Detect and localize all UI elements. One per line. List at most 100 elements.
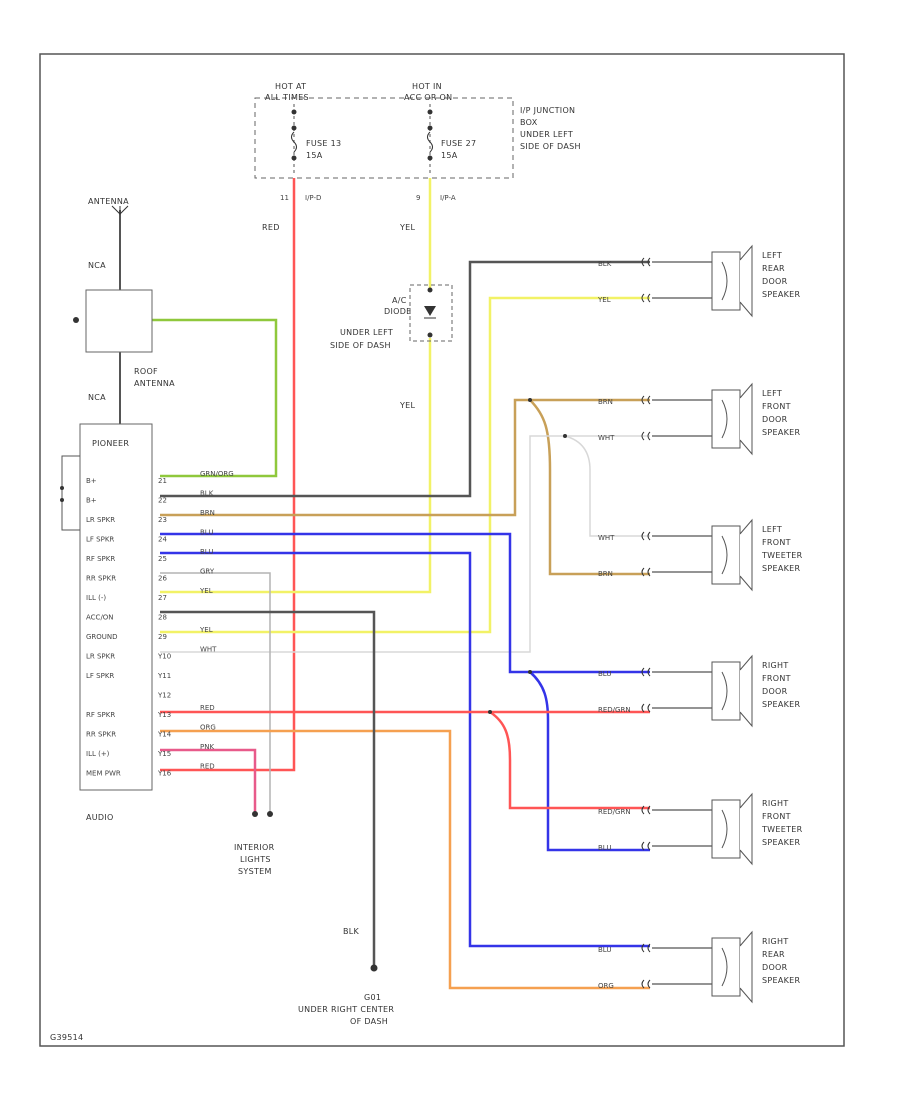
radio-name: AUDIO	[86, 813, 114, 822]
radio-pin-label: ACC/ON	[86, 614, 114, 622]
radio-brand: PIONEER	[92, 439, 129, 448]
radio-pin-label: LF SPKR	[86, 536, 114, 544]
radio-pin-wire-color: GRN/ORG	[200, 470, 234, 478]
yel-left-rear-wire	[160, 296, 650, 634]
speaker-wire-1: BLU	[598, 670, 611, 678]
connector-icon	[641, 667, 645, 677]
connector-icon	[641, 841, 645, 851]
fuse-13-icon	[291, 131, 297, 153]
speaker-wire-2: BLU	[598, 844, 611, 852]
radio-pin-number: 29	[158, 633, 167, 641]
speaker-label: RIGHT	[762, 937, 789, 946]
diode-desc-2: SIDE OF DASH	[330, 341, 391, 350]
radio-pin-row: LF SPKR Y11	[86, 672, 171, 680]
speaker-label: FRONT	[762, 812, 791, 821]
radio-pin-label: RR SPKR	[86, 575, 116, 583]
speaker-label: DOOR	[762, 277, 788, 286]
radio-pin-number: Y12	[157, 692, 171, 700]
speaker-list: BLKYELLEFTREARDOORSPEAKERBRNWHTLEFTFRONT…	[597, 244, 802, 1004]
speaker-label: DOOR	[762, 415, 788, 424]
wht-tweeter-wire	[564, 435, 650, 537]
speaker-label: FRONT	[762, 674, 791, 683]
blk-ground-wire	[160, 610, 376, 966]
diagram-border	[39, 53, 845, 1047]
junction-desc-4: SIDE OF DASH	[520, 142, 581, 151]
speaker-label: REAR	[762, 264, 785, 273]
hot-acc-label-2: ACC OR ON	[404, 93, 452, 102]
connector-icon	[641, 431, 645, 441]
speaker-label: LEFT	[762, 251, 782, 260]
radio-pin-label: ILL (-)	[86, 594, 106, 602]
radio-pin-row: LR SPKR 23 BRN	[86, 509, 215, 524]
yel-wire-label-top: YEL	[399, 223, 416, 232]
blu-right-front-wire	[160, 532, 650, 674]
yel-wire-lower	[160, 338, 432, 594]
speaker-wire-1: RED/GRN	[598, 808, 631, 816]
speaker-icon	[711, 661, 741, 721]
wire-harness	[119, 178, 650, 990]
connector-icon	[641, 805, 645, 815]
red-wire-label: RED	[262, 223, 280, 232]
radio-pin-wire-color: BRN	[200, 509, 215, 517]
radio-pin-label: MEM PWR	[86, 770, 121, 778]
radio-pin-number: Y13	[157, 711, 171, 719]
hot-at-all-times-label-1: HOT AT	[275, 82, 306, 91]
pnk-ill-wire	[160, 748, 257, 812]
radio-pin-number: Y15	[157, 750, 171, 758]
radio-pin-wire-color: BLK	[200, 490, 214, 498]
speaker-wire-2: BRN	[598, 570, 613, 578]
conn-ip-a: I/P-A	[440, 194, 456, 202]
speaker-icon	[711, 525, 741, 585]
radio-pin-wire-color: BLU	[200, 529, 213, 537]
speaker-label: SPEAKER	[762, 428, 801, 437]
red-tweeter-wire	[489, 710, 650, 810]
speaker-label: SPEAKER	[762, 976, 801, 985]
speaker-wire-2: RED/GRN	[598, 706, 631, 714]
speaker-label: FRONT	[762, 402, 791, 411]
radio-pin-number: 21	[158, 477, 167, 485]
radio-pin-number: Y11	[157, 672, 171, 680]
interior-lights-label-3: SYSTEM	[238, 867, 272, 876]
radio-pin-label: ILL (+)	[86, 750, 110, 758]
speaker-wire-1: BRN	[598, 398, 613, 406]
radio-pin-label: LR SPKR	[86, 516, 115, 524]
speaker-wire-1: BLK	[598, 260, 612, 268]
junction-box: HOT AT ALL TIMES HOT IN ACC OR ON FUSE 1…	[254, 82, 581, 202]
speaker-label: SPEAKER	[762, 700, 801, 709]
speaker-icon	[711, 251, 741, 311]
antenna: ANTENNA NCA ROOF ANTENNA NCA	[73, 197, 175, 402]
connector-icon	[641, 531, 645, 541]
connector-icon	[641, 395, 645, 405]
speaker-wire-1: BLU	[598, 946, 611, 954]
connector-icon	[641, 257, 645, 267]
radio-pin-row: Y12	[157, 692, 171, 700]
ground-label-3: OF DASH	[350, 1017, 388, 1026]
radio-pin-wire-color: RED	[200, 704, 215, 712]
blk-ground-label: BLK	[343, 927, 360, 936]
wht-left-front-wire	[160, 435, 650, 653]
radio-pin-label: LF SPKR	[86, 672, 114, 680]
radio-pin-wire-color: PNK	[200, 743, 214, 751]
roof-antenna-box	[85, 289, 153, 353]
junction-desc-2: BOX	[520, 118, 538, 127]
ground-label-2: UNDER RIGHT CENTER	[298, 1005, 394, 1014]
diode-desc-1: UNDER LEFT	[340, 328, 393, 337]
conn-ip-d: I/P-D	[305, 194, 321, 202]
speaker-label: SPEAKER	[762, 564, 801, 573]
radio-pin-number: 23	[158, 516, 167, 524]
junction-box-outline	[254, 97, 514, 179]
brn-tweeter-wire	[529, 399, 650, 576]
speaker-icon	[711, 799, 741, 859]
radio-pin-wire-color: RED	[200, 763, 215, 771]
